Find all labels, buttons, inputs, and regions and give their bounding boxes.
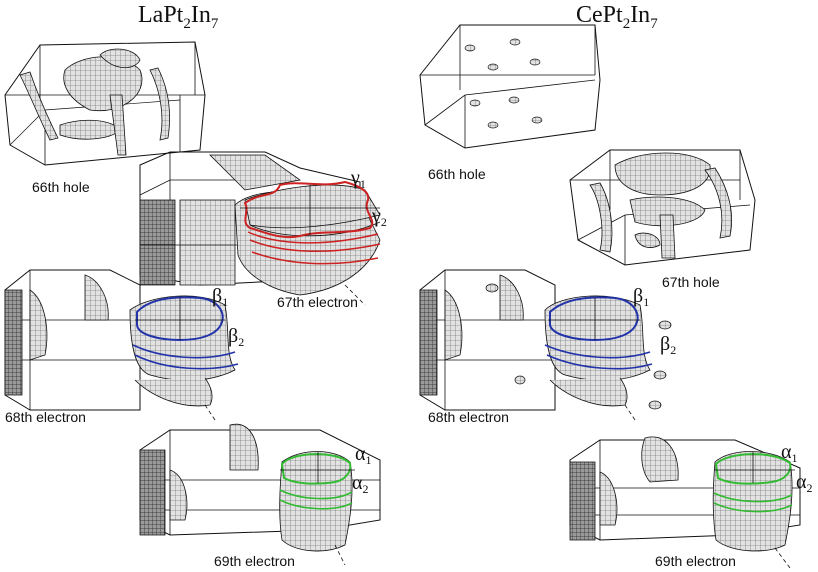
band-label-left-68: 68th electron xyxy=(5,409,86,425)
right-66th-hole-surface xyxy=(419,24,601,149)
band-label-left-69: 69th electron xyxy=(214,553,295,569)
alpha2-orbit-label-right: α2 xyxy=(796,471,812,495)
beta1-orbit-label-right: β1 xyxy=(633,285,649,309)
left-66th-hole-surface xyxy=(4,41,206,166)
gamma-orbit-lines-left xyxy=(240,180,381,265)
beta1-orbit-label: β1 xyxy=(212,285,228,309)
beta-orbit-lines-left xyxy=(132,296,239,370)
right-69th-electron-surface xyxy=(569,436,801,569)
beta2-orbit-label-right: β2 xyxy=(660,333,676,357)
left-column-title: LaPt2In7 xyxy=(138,2,219,32)
alpha1-orbit-label: α1 xyxy=(355,443,371,467)
beta2-orbit-label: β2 xyxy=(228,325,244,349)
right-68th-electron-surface xyxy=(419,269,672,421)
gamma1-orbit-label: γ1 xyxy=(350,167,366,191)
alpha1-orbit-label-right: α1 xyxy=(781,441,797,465)
left-68th-electron-surface xyxy=(4,269,236,421)
alpha-orbit-lines-left xyxy=(279,452,355,510)
band-label-right-67: 67th hole xyxy=(662,274,720,290)
band-label-right-66: 66th hole xyxy=(428,166,486,182)
band-label-left-66: 66th hole xyxy=(32,179,90,195)
gamma2-orbit-label: γ2 xyxy=(371,205,387,229)
left-69th-electron-surface xyxy=(139,423,381,566)
alpha2-orbit-label: α2 xyxy=(352,472,368,496)
right-column-title: CePt2In7 xyxy=(576,2,658,32)
band-label-left-67: 67th electron xyxy=(277,294,358,310)
beta-orbit-lines-right xyxy=(544,296,653,370)
right-67th-hole-surface xyxy=(569,149,756,266)
left-67th-electron-surface xyxy=(139,151,381,306)
band-label-right-69: 69th electron xyxy=(655,553,736,569)
alpha-orbit-lines-right xyxy=(713,452,795,513)
band-label-right-68: 68th electron xyxy=(428,409,509,425)
